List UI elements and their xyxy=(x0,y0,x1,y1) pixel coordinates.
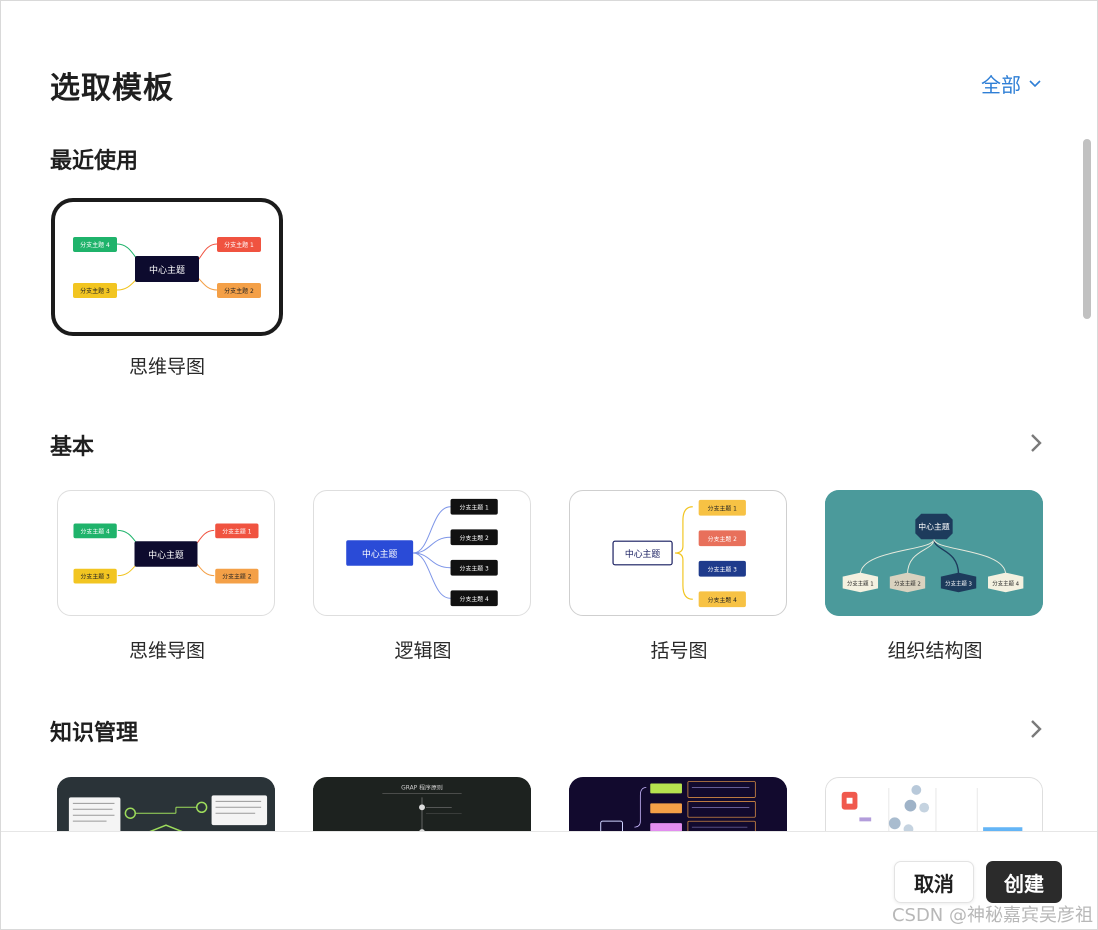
thumb-branch-text: 分支主题 2 xyxy=(460,534,489,542)
thumb-center-text: 中心主题 xyxy=(918,521,950,531)
template-card-org-chart[interactable]: 中心主题 分支主题 1 分支主题 2 分支主题 3 分支主题 4 组织结构图 xyxy=(825,490,1045,663)
template-card-label: 组织结构图 xyxy=(887,640,983,662)
template-thumbnail: 中心主题 分支主题 1 分支主题 2 分支主题 3 分支主题 4 xyxy=(825,490,1043,616)
template-thumbnail: 中心主题 分支主题 4 分支主题 3 分支主题 1 分支主题 2 xyxy=(57,490,275,616)
category-filter-dropdown[interactable]: 全部 xyxy=(981,69,1041,98)
thumb-center-text: 中心主题 xyxy=(148,549,184,561)
thumb-branch-text: 分支主题 1 xyxy=(460,504,489,512)
thumb-branch-text: 分支主题 2 xyxy=(894,579,921,587)
thumb-center-text: 中心主题 xyxy=(362,548,398,560)
thumb-branch-text: 分支主题 1 xyxy=(847,579,874,587)
template-card-label: 思维导图 xyxy=(128,640,205,662)
thumb-branch-text: 分支主题 1 xyxy=(708,505,737,513)
mindmap-preview: 中心主题 分支主题 4 分支主题 3 分支主题 1 分支主题 2 xyxy=(73,237,261,298)
dialog-title: 选取模板 xyxy=(50,71,174,106)
watermark-text: CSDN @神秘嘉宾吴彦祖 xyxy=(891,905,1093,926)
thumb-branch-text: 分支主题 3 xyxy=(80,287,110,295)
thumb-branch-text: 分支主题 4 xyxy=(81,527,110,535)
template-card-bracket[interactable]: 中心主题 分支主题 1 分支主题 2 分支主题 3 分支主题 4 括号图 xyxy=(569,490,789,663)
thumb-branch-text: 分支主题 4 xyxy=(80,241,110,249)
chevron-right-icon[interactable] xyxy=(1025,432,1047,454)
category-filter-label: 全部 xyxy=(981,73,1021,97)
cancel-button[interactable]: 取消 xyxy=(894,861,974,903)
scrollbar-thumb[interactable] xyxy=(1083,139,1091,319)
thumb-grap-title: GRAP 程序原则 xyxy=(401,783,443,791)
create-button[interactable]: 创建 xyxy=(986,861,1062,903)
thumb-branch-text: 分支主题 3 xyxy=(945,579,972,587)
template-card-logic[interactable]: 中心主题 分支主题 1 分支主题 2 分支主题 3 分支主题 4 逻辑图 xyxy=(313,490,533,663)
thumb-branch-text: 分支主题 1 xyxy=(224,241,254,249)
thumb-branch-text: 分支主题 1 xyxy=(222,527,251,535)
template-card-mindmap[interactable]: 中心主题 分支主题 4 分支主题 3 分支主题 1 分支主题 2 思维导图 xyxy=(57,490,277,663)
template-thumbnail: 中心主题 分支主题 1 分支主题 2 分支主题 3 分支主题 4 xyxy=(569,490,787,616)
template-thumbnail: 中心主题 分支主题 4 分支主题 3 分支主题 1 分支主题 2 xyxy=(51,198,283,336)
thumb-branch-text: 分支主题 4 xyxy=(992,579,1019,587)
template-card-label: 思维导图 xyxy=(128,356,205,378)
template-thumbnail: 中心主题 分支主题 1 分支主题 2 分支主题 3 分支主题 4 xyxy=(313,490,531,616)
template-card-recent-mindmap[interactable]: 中心主题 分支主题 4 分支主题 3 分支主题 1 分支主题 2 思维导图 xyxy=(51,198,283,379)
template-card-label: 逻辑图 xyxy=(394,640,452,662)
thumb-branch-text: 分支主题 4 xyxy=(708,596,737,604)
org-chart-preview: 中心主题 分支主题 1 分支主题 2 分支主题 3 分支主题 4 xyxy=(825,490,1043,616)
thumb-center-text: 中心主题 xyxy=(625,548,661,560)
thumb-branch-text: 分支主题 2 xyxy=(222,573,251,581)
chevron-down-icon xyxy=(1029,79,1041,87)
thumb-center-text: 中心主题 xyxy=(149,264,185,276)
mindmap-preview: 中心主题 分支主题 4 分支主题 3 分支主题 1 分支主题 2 xyxy=(73,523,259,584)
logic-chart-preview: 中心主题 分支主题 1 分支主题 2 分支主题 3 分支主题 4 xyxy=(346,498,498,607)
bracket-chart-preview: 中心主题 分支主题 1 分支主题 2 分支主题 3 分支主题 4 xyxy=(612,499,746,608)
section-title-basic: 基本 xyxy=(50,435,95,460)
thumb-branch-text: 分支主题 3 xyxy=(81,573,110,581)
thumb-branch-text: 分支主题 3 xyxy=(708,566,737,574)
thumb-branch-text: 分支主题 4 xyxy=(460,595,489,603)
section-title-recent: 最近使用 xyxy=(50,149,139,174)
template-card-label: 括号图 xyxy=(650,640,708,662)
thumb-branch-text: 分支主题 2 xyxy=(224,287,254,295)
thumb-branch-text: 分支主题 2 xyxy=(708,535,737,543)
thumb-branch-text: 分支主题 3 xyxy=(460,565,489,573)
dialog-footer: 取消 创建 xyxy=(1,831,1097,929)
chevron-right-icon[interactable] xyxy=(1025,718,1047,740)
section-title-knowledge: 知识管理 xyxy=(50,721,139,746)
